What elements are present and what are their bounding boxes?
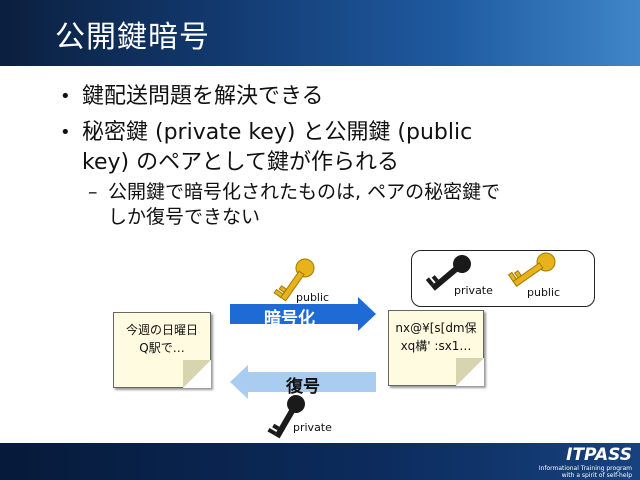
plaintext-line1: 今週の日曜日: [125, 323, 198, 337]
encrypt-label: 暗号化: [264, 309, 315, 329]
slide-title: 公開鍵暗号: [55, 20, 210, 55]
sub-bullet-line2: しか復号できない: [108, 206, 261, 228]
sub-bullet-line1: 公開鍵で暗号化されたものは, ペアの秘密鍵で: [108, 181, 501, 203]
bullet-dot: •: [60, 122, 71, 143]
top-key-label: public: [296, 291, 330, 304]
bullet-2: • 秘密鍵 (private key) と公開鍵 (public key) のペ…: [60, 118, 622, 178]
footer-tagline-1: Informational Training program: [538, 465, 632, 472]
itpass-logo: ITPASS: [566, 445, 632, 465]
bullet-2-line2: key) のペアとして鍵が作られる: [82, 150, 399, 175]
bullet-2-line1: 秘密鍵 (private key) と公開鍵 (public: [82, 120, 473, 145]
bottom-key-label: private: [293, 421, 332, 434]
plaintext-line2: Q駅で…: [139, 341, 185, 355]
encrypt-arrow: [230, 297, 376, 331]
decrypt-arrow: [230, 365, 376, 399]
footer-tagline: Informational Training program with a sp…: [539, 465, 632, 479]
bullet-dot: •: [60, 86, 71, 107]
box-private-label: private: [454, 284, 493, 297]
bullet-1: • 鍵配送問題を解決できる: [60, 82, 324, 112]
slide-header: 公開鍵暗号: [0, 0, 640, 66]
ciphertext-line2: xq構' :sx1…: [400, 339, 472, 353]
ciphertext-line1: nx@¥[s[dm保: [395, 321, 477, 335]
box-public-key-icon: [508, 247, 560, 292]
note-fold: [456, 358, 484, 386]
box-public-label: public: [527, 286, 561, 299]
bullet-1-text: 鍵配送問題を解決できる: [82, 84, 324, 109]
sub-bullet-dash: –: [88, 181, 98, 203]
decrypt-label: 復号: [286, 377, 320, 397]
sub-bullet: – 公開鍵で暗号化されたものは, ペアの秘密鍵で しか復号できない: [88, 180, 608, 230]
slide-footer: ITPASS Informational Training program wi…: [0, 443, 640, 480]
key-pair-box: [411, 250, 595, 307]
plaintext-note: 今週の日曜日 Q駅で…: [113, 312, 211, 388]
footer-tagline-2: with a spirit of self-help: [561, 472, 632, 479]
ciphertext-note: nx@¥[s[dm保 xq構' :sx1…: [388, 310, 484, 386]
note-fold: [183, 360, 211, 388]
